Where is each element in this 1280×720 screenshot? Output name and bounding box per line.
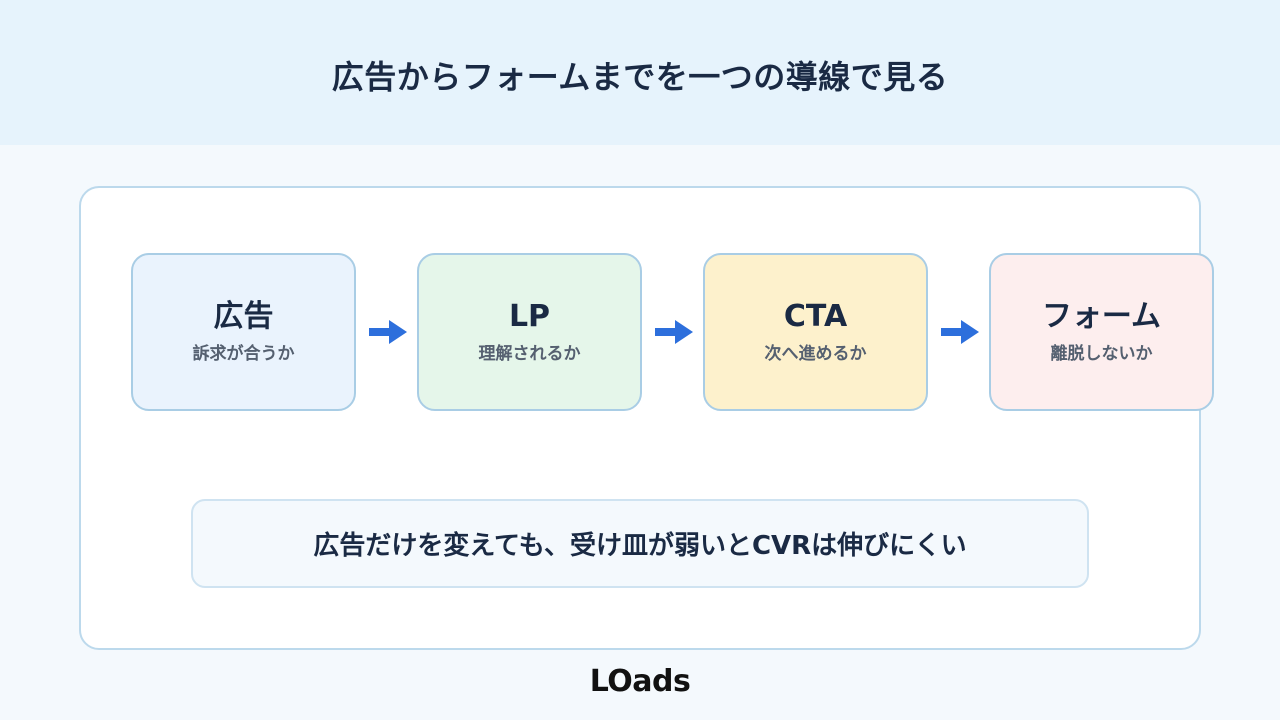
brand-logo: LOads	[589, 664, 691, 699]
arrow-right-icon	[941, 320, 979, 344]
arrow-right-icon	[369, 320, 407, 344]
step-card-form: フォーム 離脱しないか	[989, 253, 1214, 411]
step-card-ad: 広告 訴求が合うか	[131, 253, 356, 411]
step-title: LP	[508, 299, 551, 335]
header-band	[0, 0, 1280, 145]
page-title: 広告からフォームまでを一つの導線で見る	[331, 58, 949, 96]
step-card-cta: CTA 次へ進めるか	[703, 253, 928, 411]
step-title: 広告	[213, 299, 274, 335]
step-card-lp: LP 理解されるか	[417, 253, 642, 411]
step-subtitle: 理解されるか	[478, 343, 581, 364]
step-title: CTA	[783, 299, 848, 335]
callout-message: 広告だけを変えても、受け皿が弱いとCVRは伸びにくい	[191, 499, 1089, 588]
arrow-shape	[369, 320, 407, 344]
step-subtitle: 次へ進めるか	[764, 343, 867, 364]
step-subtitle: 離脱しないか	[1050, 343, 1153, 364]
arrow-shape	[655, 320, 693, 344]
arrow-right-icon	[655, 320, 693, 344]
step-title: フォーム	[1041, 299, 1162, 335]
arrow-shape	[941, 320, 979, 344]
step-subtitle: 訴求が合うか	[192, 343, 295, 364]
